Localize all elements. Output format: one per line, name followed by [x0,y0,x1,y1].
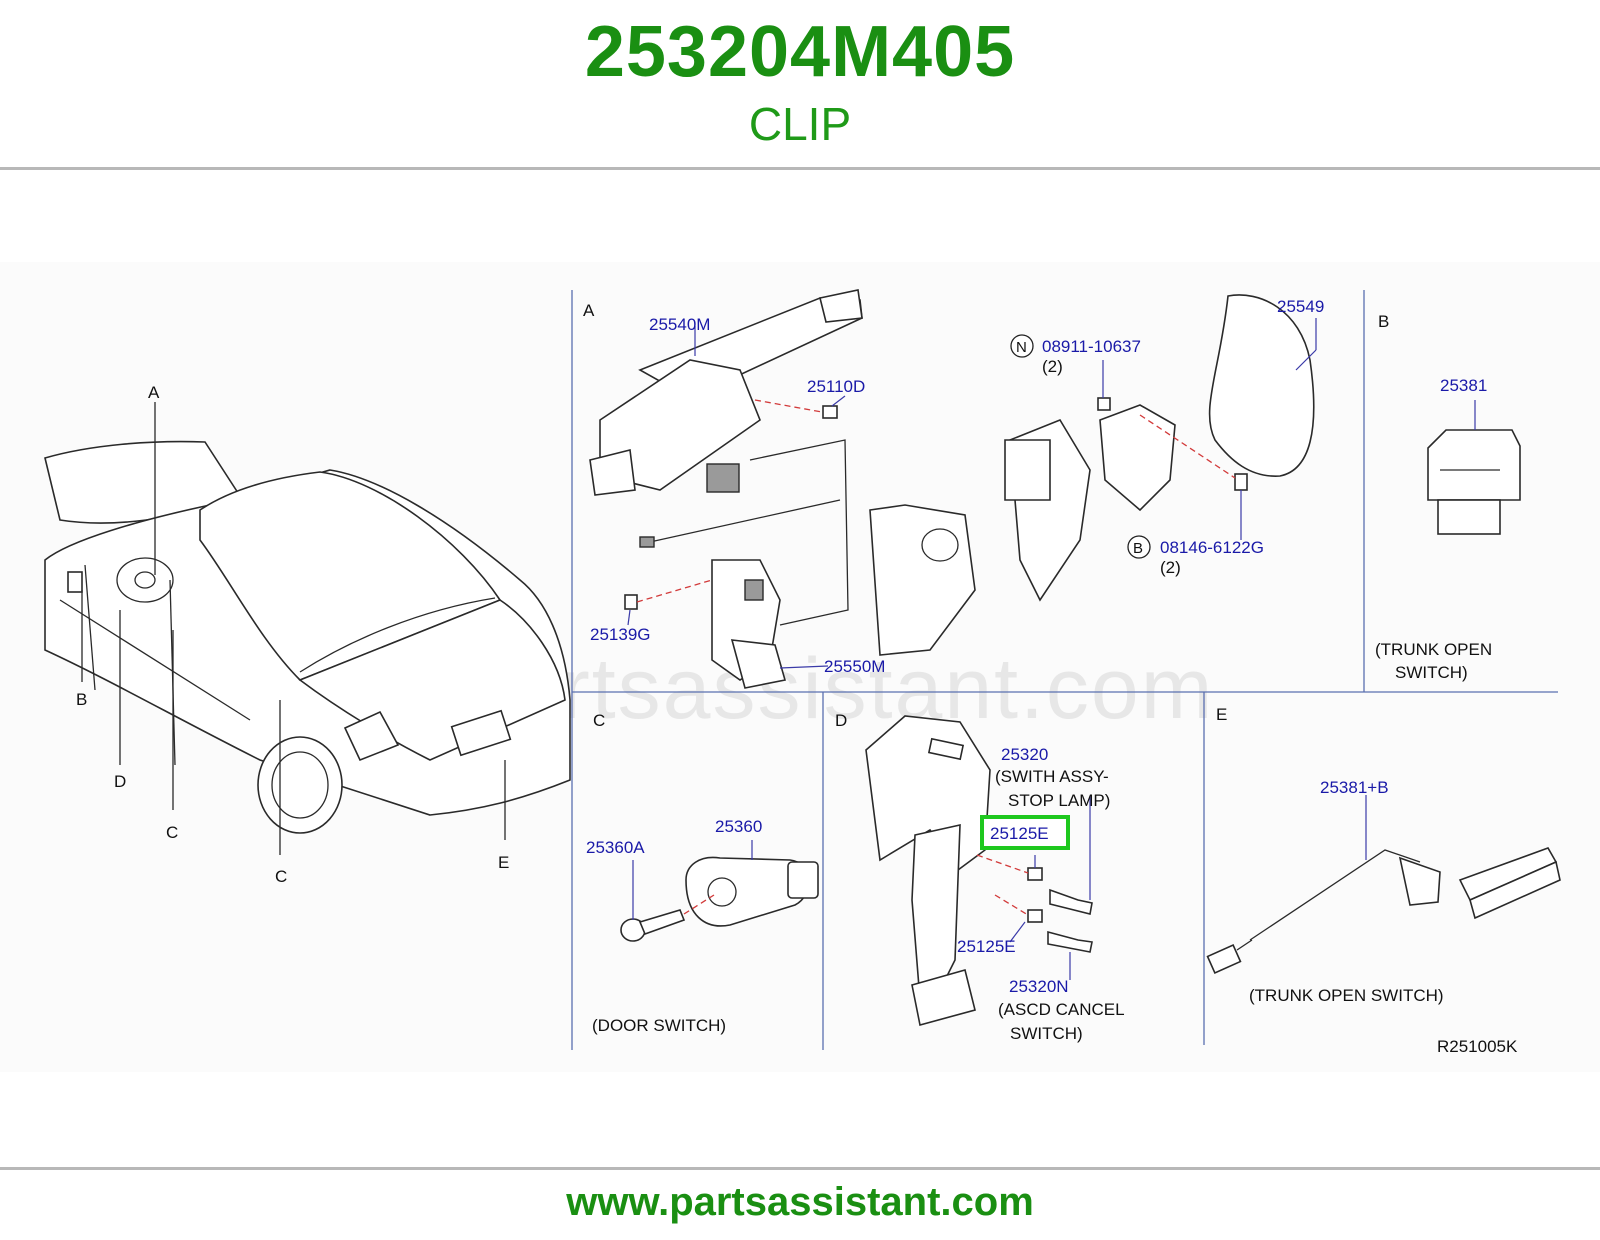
car-callout-b: B [76,690,87,709]
label-25381-b: 25381+B [1320,778,1389,797]
label-25360a: 25360A [586,838,645,857]
label-25381: 25381 [1440,376,1487,395]
note-circle-n-letter: N [1016,339,1027,356]
section-e-letter: E [1216,705,1227,724]
car-callout-a: A [148,383,160,402]
part-number-title: 253204M405 [584,12,1016,92]
label-25320n: 25320N [1009,977,1069,996]
highlight-box [980,815,1070,850]
car-illustration [44,402,571,855]
note-circle-b-letter: B [1133,540,1143,557]
label-25550m: 25550M [824,657,885,676]
car-callout-c-rear: C [275,867,287,886]
car-callout-d: D [114,772,126,791]
note-circle-b-icon [1127,535,1151,559]
label-25110d: 25110D [807,377,865,396]
section-d-caption1-line2: STOP LAMP) [1008,791,1110,810]
section-c-letter: C [593,711,605,730]
diagram-code: R251005K [1437,1037,1518,1056]
label-25540m: 25540M [649,315,710,334]
label-08146-6122g: 08146-6122G [1160,538,1264,557]
section-b-letter: B [1378,312,1389,331]
brake-pedal-drawing [865,715,1093,1026]
header-divider [0,167,1600,170]
label-25139g: 25139G [590,625,651,644]
section-c-caption: (DOOR SWITCH) [592,1016,726,1035]
paddle-shifter-drawing [1004,294,1315,602]
label-25320: 25320 [1001,745,1048,764]
label-25125e-highlighted[interactable]: 25125E [990,824,1049,843]
section-a-letter: A [583,301,595,320]
door-switch-drawing [620,840,819,942]
part-name-subtitle: CLIP [748,98,852,150]
trunk-switch-harness-drawing [1206,795,1561,974]
label-25360: 25360 [715,817,762,836]
section-d-letter: D [835,711,847,730]
label-qty-n: (2) [1042,357,1063,376]
section-b-caption-line1: (TRUNK OPEN [1375,640,1492,659]
section-a-leaders [627,318,1317,669]
page-header: 253204M405 CLIP [0,0,1600,170]
section-d-caption2-line2: SWITCH) [1010,1024,1083,1043]
section-d-caption1-line1: (SWITH ASSY- [995,767,1109,786]
section-e-caption: (TRUNK OPEN SWITCH) [1249,986,1444,1005]
footer-website-link[interactable]: www.partsassistant.com [566,1180,1034,1224]
section-d-caption2-line1: (ASCD CANCEL [998,1000,1125,1019]
label-25549: 25549 [1277,297,1324,316]
label-25125e-lower: 25125E [957,937,1016,956]
label-qty-b: (2) [1160,558,1181,577]
steering-switch-drawing [624,504,976,689]
label-08911-10637: 08911-10637 [1042,337,1141,356]
footer-divider [0,1167,1600,1170]
section-dividers [571,290,1558,1050]
combination-switch-drawing [589,289,863,626]
trunk-open-switch-drawing [1427,400,1521,535]
section-b-caption-line2: SWITCH) [1395,663,1468,682]
car-callout-c-front: C [166,823,178,842]
note-circle-n-icon [1010,334,1034,358]
car-callout-e: E [498,853,509,872]
